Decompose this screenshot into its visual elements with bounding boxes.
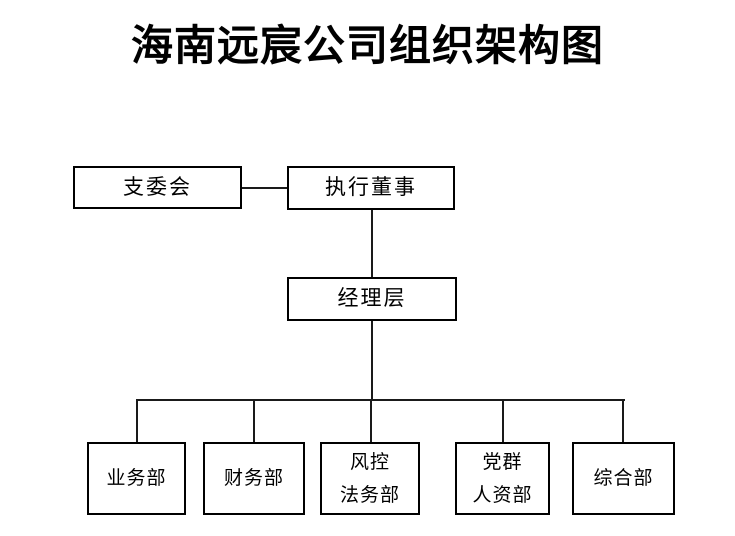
node-party-hr-dept: 党群 人资部: [455, 442, 550, 515]
node-committee-label: 支委会: [123, 174, 192, 199]
node-management: 经理层: [287, 277, 457, 321]
node-general-dept-label: 综合部: [593, 467, 654, 490]
node-party-hr-dept-label-line2: 人资部: [472, 483, 533, 506]
node-general-dept: 综合部: [572, 442, 675, 515]
node-business-dept-label: 业务部: [106, 467, 167, 490]
connector-executive-management: [371, 210, 373, 277]
connector-drop-risk-legal: [370, 399, 372, 442]
node-party-hr-dept-label-line1: 党群: [482, 451, 523, 474]
node-management-label: 经理层: [337, 286, 407, 311]
connector-committee-executive: [242, 187, 287, 189]
connector-horizontal-rail: [136, 399, 625, 401]
node-risk-legal-dept-label-line2: 法务部: [339, 483, 400, 506]
node-executive-director: 执行董事: [287, 166, 455, 210]
connector-drop-general: [622, 399, 624, 442]
chart-title: 海南远宸公司组织架构图: [130, 21, 604, 70]
node-risk-legal-dept: 风控 法务部: [320, 442, 420, 515]
node-risk-legal-dept-label-line1: 风控: [349, 451, 390, 474]
connector-drop-party-hr: [502, 399, 504, 442]
node-executive-director-label: 执行董事: [325, 175, 417, 200]
connector-management-stem: [371, 321, 373, 401]
node-committee: 支委会: [73, 166, 242, 209]
connector-drop-finance: [253, 399, 255, 442]
node-finance-dept: 财务部: [203, 442, 305, 515]
connector-drop-business: [136, 399, 138, 442]
node-business-dept: 业务部: [87, 442, 186, 515]
node-finance-dept-label: 财务部: [223, 467, 284, 490]
